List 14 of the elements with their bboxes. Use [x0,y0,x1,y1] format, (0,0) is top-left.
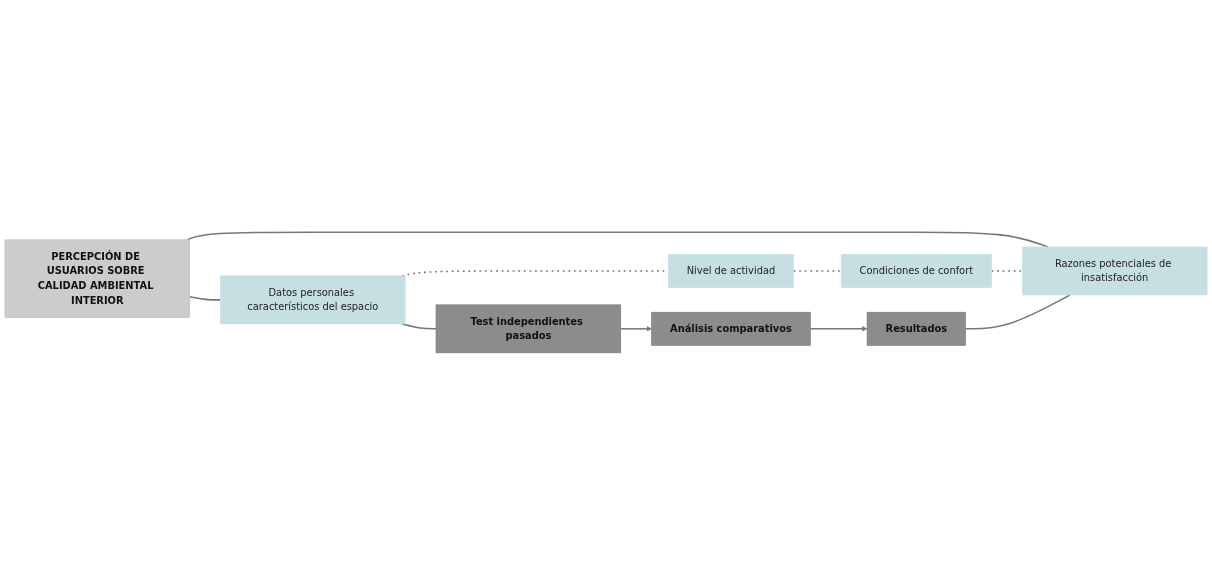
arrow [809,326,868,332]
connector [990,270,1024,272]
node-box: Nivel de actividad [667,254,794,288]
connector [964,294,1071,330]
node-box: Análisis comparativos [651,311,811,346]
arrow [620,326,652,332]
node-box: Resultados [866,311,966,346]
connector [792,270,842,272]
node-box: PERCEPCIÓN DE USUARIOS SOBRE CALIDAD AMBIENTAL INTERIOR [4,239,190,318]
node-box: Razones potenciales de insatisfacción [1022,246,1208,296]
connector [188,296,222,301]
node-box: Datos personales característicos del espacio [220,275,406,325]
node-box: Test independientes pasados [435,304,622,354]
node-box: Condiciones de confort [840,254,992,288]
